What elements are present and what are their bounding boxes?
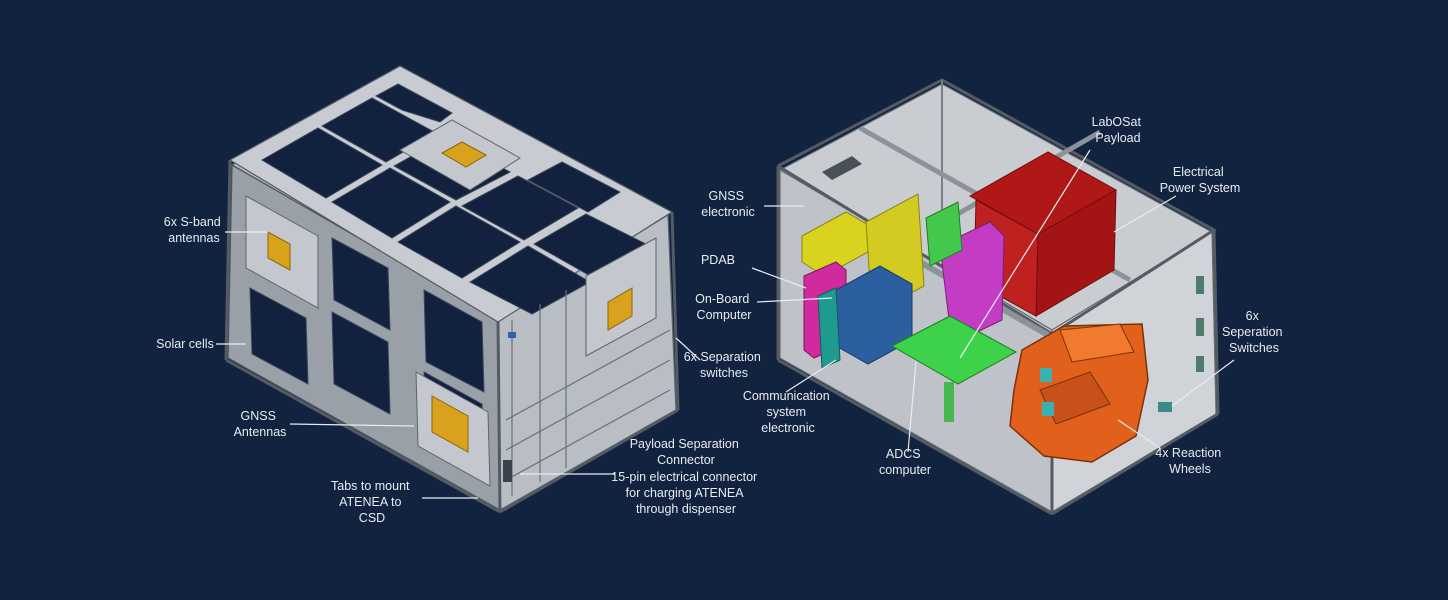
sband-antenna-patch (440, 141, 488, 168)
adcs-board (890, 315, 1018, 385)
adcs-board (925, 201, 963, 267)
adcs-post (944, 382, 954, 422)
eps-label: Electrical Power System (1160, 165, 1241, 195)
tabs-label: Tabs to mount ATENEA to CSD (331, 479, 413, 525)
pdab-label: PDAB (701, 253, 735, 267)
sband-antenna-patch (267, 231, 291, 271)
adcs-computer-label: ADCS computer (879, 447, 931, 477)
separation-switch (1196, 356, 1204, 372)
separation-switch (1196, 276, 1204, 294)
gnss-electronic-label: GNSS electronic (701, 189, 755, 219)
separation-switch (508, 332, 516, 338)
labosat-payload-label: LabOSat Payload (1092, 115, 1145, 145)
sband-antennas-label: 6x S-band antennas (164, 215, 224, 245)
payload-separation-label: Payload Separation Connector (630, 437, 743, 467)
sband-antenna-patch (607, 287, 633, 331)
separation-switch (1196, 318, 1204, 336)
separation-switch (1158, 402, 1172, 412)
reaction-wheels (1009, 323, 1149, 463)
gnss-antennas-label: GNSS Antennas (234, 409, 287, 439)
separation-switches-label: 6x Separation switches (684, 350, 765, 380)
separation-switches-label: 6x Seperation Switches (1222, 309, 1286, 355)
satellite-interior (776, 78, 1220, 516)
reaction-wheels-label: 4x Reaction Wheels (1155, 446, 1225, 476)
comm-electronic-board (817, 287, 841, 369)
obc-label: On-Board Computer (695, 292, 753, 322)
top-connector (822, 156, 862, 180)
electrical-connector-label: 15-pin electrical connector for charging… (611, 470, 760, 516)
payload-connector (503, 460, 512, 482)
right-leaders (751, 149, 1235, 453)
gnss-antenna-patch (431, 395, 469, 453)
comm-electronic-label: Communication system electronic (743, 389, 833, 435)
side-structure (503, 237, 671, 496)
satellite-exterior (224, 65, 680, 514)
left-leaders (216, 231, 701, 499)
solar-cells-label: Solar cells (156, 337, 214, 351)
